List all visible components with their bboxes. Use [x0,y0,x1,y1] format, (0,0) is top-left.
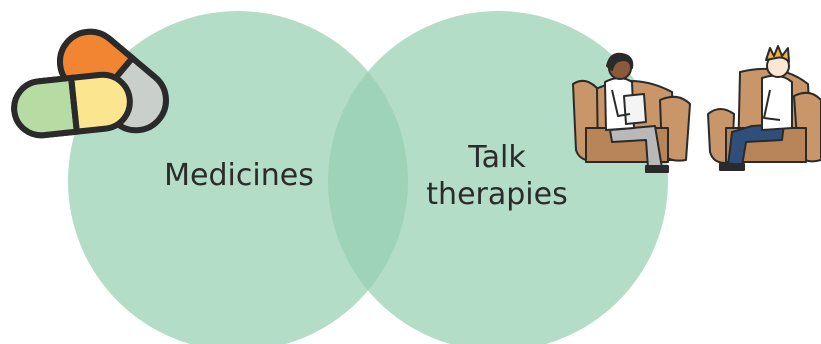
patient-in-armchair-icon [707,45,821,171]
talk-therapies-label-line2: therapies [426,177,568,212]
medicines-label: Medicines [164,158,314,193]
therapist-in-armchair-icon [572,52,691,173]
pill-capsules-icon [11,28,169,139]
talk-therapies-label-line1: Talk [468,140,526,175]
